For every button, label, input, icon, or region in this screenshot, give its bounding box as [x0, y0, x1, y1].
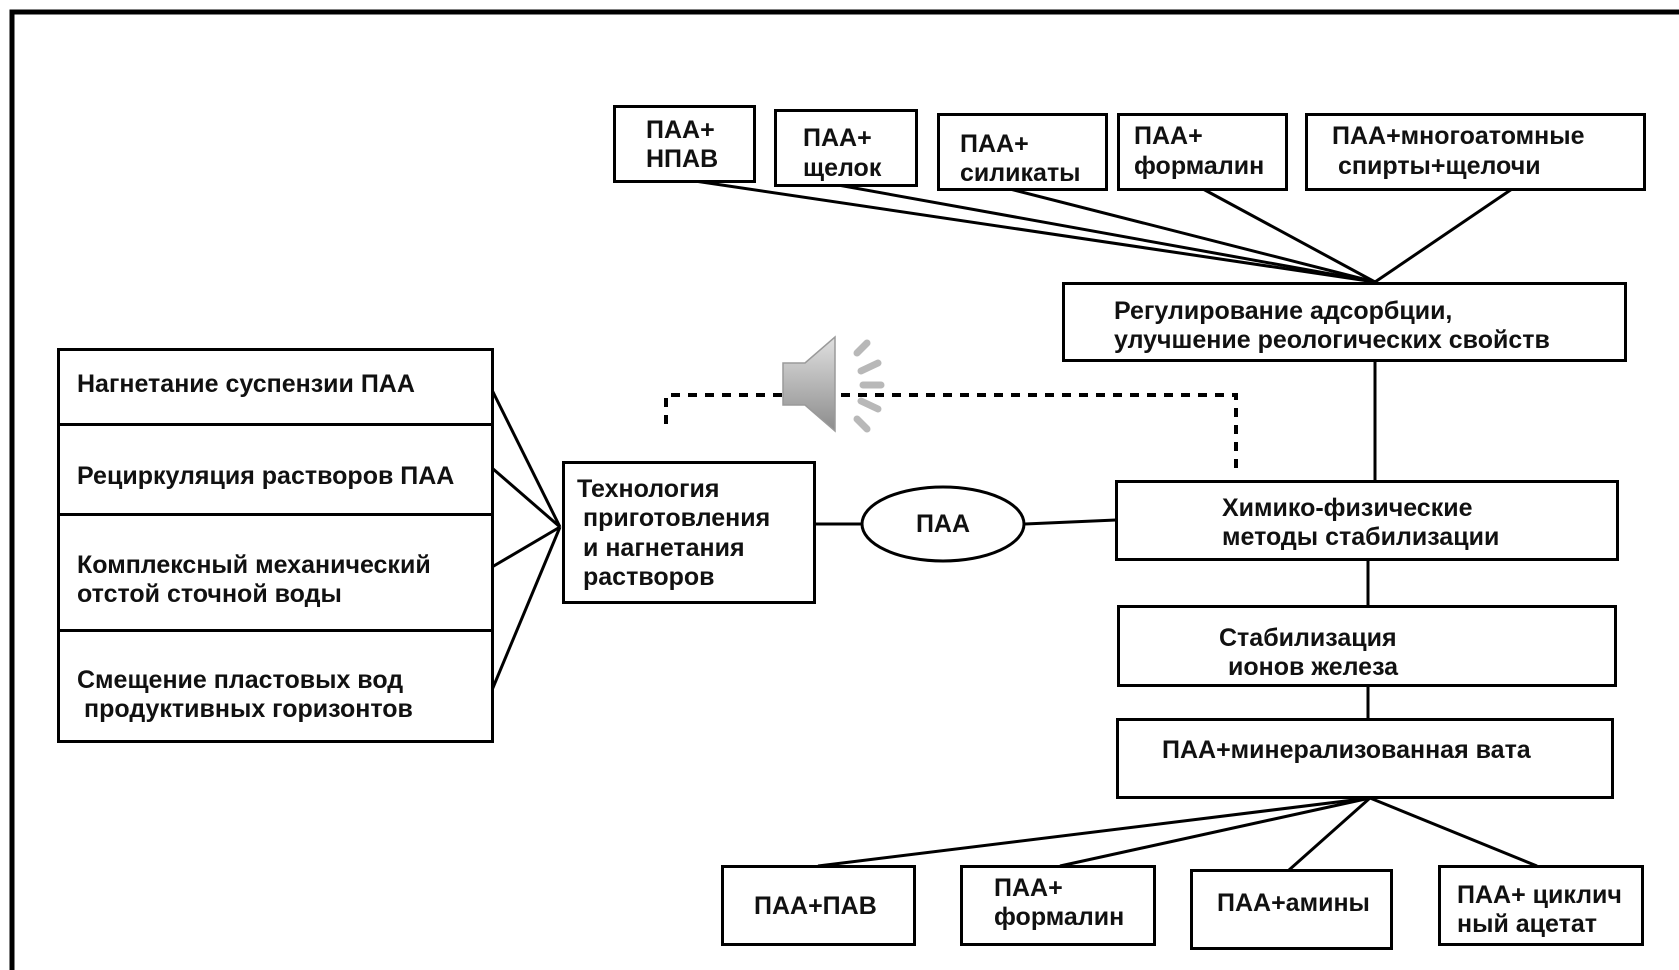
box-line: ПАА+амины	[1217, 889, 1370, 917]
box-line: Регулирование адсорбции,	[1114, 297, 1453, 325]
connector-fan-1	[490, 389, 562, 528]
box-line: ПАА+ПАВ	[754, 892, 877, 920]
box-line: Технология	[577, 475, 720, 503]
box-line: Стабилизация	[1219, 624, 1397, 652]
connector-silikaty	[1009, 187, 1376, 284]
box-line: ПАА+	[960, 130, 1029, 158]
box-technology: Технология приготовления и нагнетания ра…	[562, 461, 816, 604]
box-paa-npav: ПАА+ НПАВ	[613, 105, 756, 183]
box-line: формалин	[994, 903, 1125, 931]
connector-fan-3	[491, 525, 561, 569]
box-line: ПАА+	[646, 116, 715, 144]
box-line: ный ацетат	[1457, 910, 1598, 938]
box-line: ионов железа	[1228, 653, 1399, 681]
box-paa-shchelok: ПАА+ щелок	[774, 109, 918, 187]
left-stack-row: Нагнетание суспензии ПАА	[60, 351, 491, 423]
box-line: формалин	[1134, 152, 1265, 180]
box-line: ПАА+ циклич	[1457, 881, 1622, 909]
slide-frame	[9, 9, 1679, 970]
connector-acetate	[1369, 796, 1538, 868]
box-paa-acetate: ПАА+ циклич ный ацетат	[1438, 865, 1644, 946]
box-line: улучшение реологических свойств	[1114, 326, 1550, 354]
connector-paa-chem	[1024, 518, 1117, 526]
paa-label: ПАА	[915, 509, 971, 538]
connector-formalin-bottom	[1059, 796, 1371, 868]
speaker-audio-icon[interactable]	[775, 325, 895, 445]
box-line: Комплексный механический	[77, 551, 431, 579]
box-line: и нагнетания	[583, 534, 745, 562]
box-line: ПАА+минерализованная вата	[1162, 736, 1531, 764]
box-line: ПАА+	[1134, 122, 1203, 150]
connector-fan-2	[491, 466, 561, 529]
connector-npav	[687, 178, 1376, 284]
box-line: отстой сточной воды	[77, 580, 342, 608]
left-stack-row: Комплексный механический отстой сточной …	[60, 513, 491, 629]
box-line: щелок	[803, 154, 882, 182]
box-paa-aminy: ПАА+амины	[1190, 869, 1393, 950]
connector-aminy	[1288, 796, 1371, 872]
box-regulation: Регулирование адсорбции, улучшение реоло…	[1062, 282, 1627, 362]
box-chem-methods: Химико-физические методы стабилизации	[1115, 480, 1619, 561]
box-line: силикаты	[960, 159, 1081, 187]
box-line: НПАВ	[646, 145, 719, 173]
left-stack-row: Рециркуляция растворов ПАА	[60, 423, 491, 513]
connector-polyols	[1374, 187, 1513, 284]
box-line: ПАА+	[994, 874, 1063, 902]
box-paa-polyols: ПАА+многоатомные спирты+щелочи	[1305, 113, 1646, 191]
box-line: приготовления	[583, 504, 771, 532]
box-paa-formalin-top: ПАА+ формалин	[1117, 113, 1288, 191]
left-stack-row: Смещение пластовых вод продуктивных гори…	[60, 629, 491, 743]
box-line: методы стабилизации	[1222, 523, 1500, 551]
box-paa-pav: ПАА+ПАВ	[721, 865, 916, 946]
box-line: растворов	[583, 563, 715, 591]
box-line: Рециркуляция растворов ПАА	[77, 462, 455, 490]
box-line: спирты+щелочи	[1338, 152, 1541, 180]
box-line: ПАА+многоатомные	[1332, 122, 1585, 150]
box-mineral-wool: ПАА+минерализованная вата	[1116, 718, 1614, 799]
left-stack: Нагнетание суспензии ПАА Рециркуляция ра…	[57, 348, 494, 743]
connector-fan-4	[490, 526, 562, 691]
connector-shchelok	[837, 183, 1376, 284]
box-line: Химико-физические	[1222, 494, 1473, 522]
box-iron-stabilization: Стабилизация ионов железа	[1117, 605, 1617, 687]
box-paa-formalin-bottom: ПАА+ формалин	[960, 865, 1156, 946]
box-line: Нагнетание суспензии ПАА	[77, 370, 415, 398]
box-line: Смещение пластовых вод	[77, 666, 404, 694]
box-line: ПАА+	[803, 124, 872, 152]
box-line: продуктивных горизонтов	[84, 695, 413, 723]
dashed-feedback-line	[664, 393, 1238, 474]
connector-formalin-top	[1202, 187, 1376, 284]
box-paa-silikaty: ПАА+ силикаты	[937, 113, 1108, 191]
paa-ellipse	[860, 485, 1026, 563]
connector-pav	[817, 796, 1371, 868]
